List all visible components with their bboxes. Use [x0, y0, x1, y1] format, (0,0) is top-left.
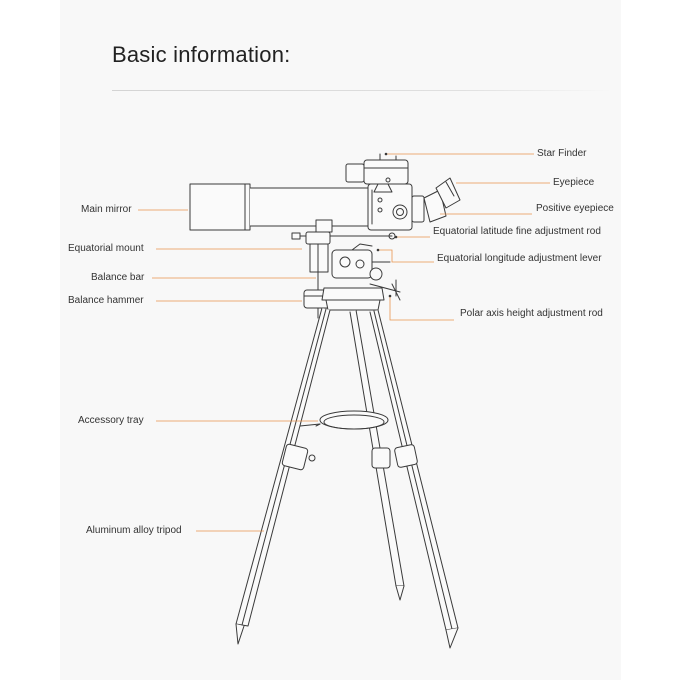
diagram-panel	[60, 0, 621, 680]
label-equatorial-longitude-adjustment-lever: Equatorial longitude adjustment lever	[437, 253, 602, 264]
label-aluminum-alloy-tripod: Aluminum alloy tripod	[86, 525, 182, 536]
tripod-left-leg	[235, 307, 331, 645]
accessory-tray	[315, 410, 389, 430]
star-finder-scope	[345, 153, 409, 193]
title-divider	[112, 90, 612, 91]
label-accessory-tray: Accessory tray	[78, 415, 144, 426]
tripod-head	[321, 287, 385, 311]
page-title: Basic information:	[112, 42, 291, 67]
focuser	[367, 183, 425, 231]
label-main-mirror: Main mirror	[81, 204, 132, 215]
label-equatorial-mount: Equatorial mount	[68, 243, 144, 254]
main-tube	[189, 183, 369, 231]
equatorial-head	[291, 231, 401, 301]
diagonal-eyepiece	[423, 177, 461, 223]
label-eyepiece: Eyepiece	[553, 177, 595, 188]
label-balance-hammer: Balance hammer	[68, 295, 144, 306]
label-equatorial-latitude-fine-adjustment-rod: Equatorial latitude fine adjustment rod	[433, 226, 601, 237]
label-positive-eyepiece: Positive eyepiece	[536, 203, 614, 214]
leader-polar-axis-rod	[389, 296, 454, 321]
tripod-right-leg	[369, 309, 459, 649]
tripod-rear-leg	[349, 309, 405, 601]
leader-longitude-lever	[378, 249, 434, 263]
label-star-finder: Star Finder	[537, 148, 587, 159]
label-polar-axis-height-adjustment-rod: Polar axis height adjustment rod	[460, 308, 603, 319]
label-balance-bar: Balance bar	[91, 272, 145, 283]
